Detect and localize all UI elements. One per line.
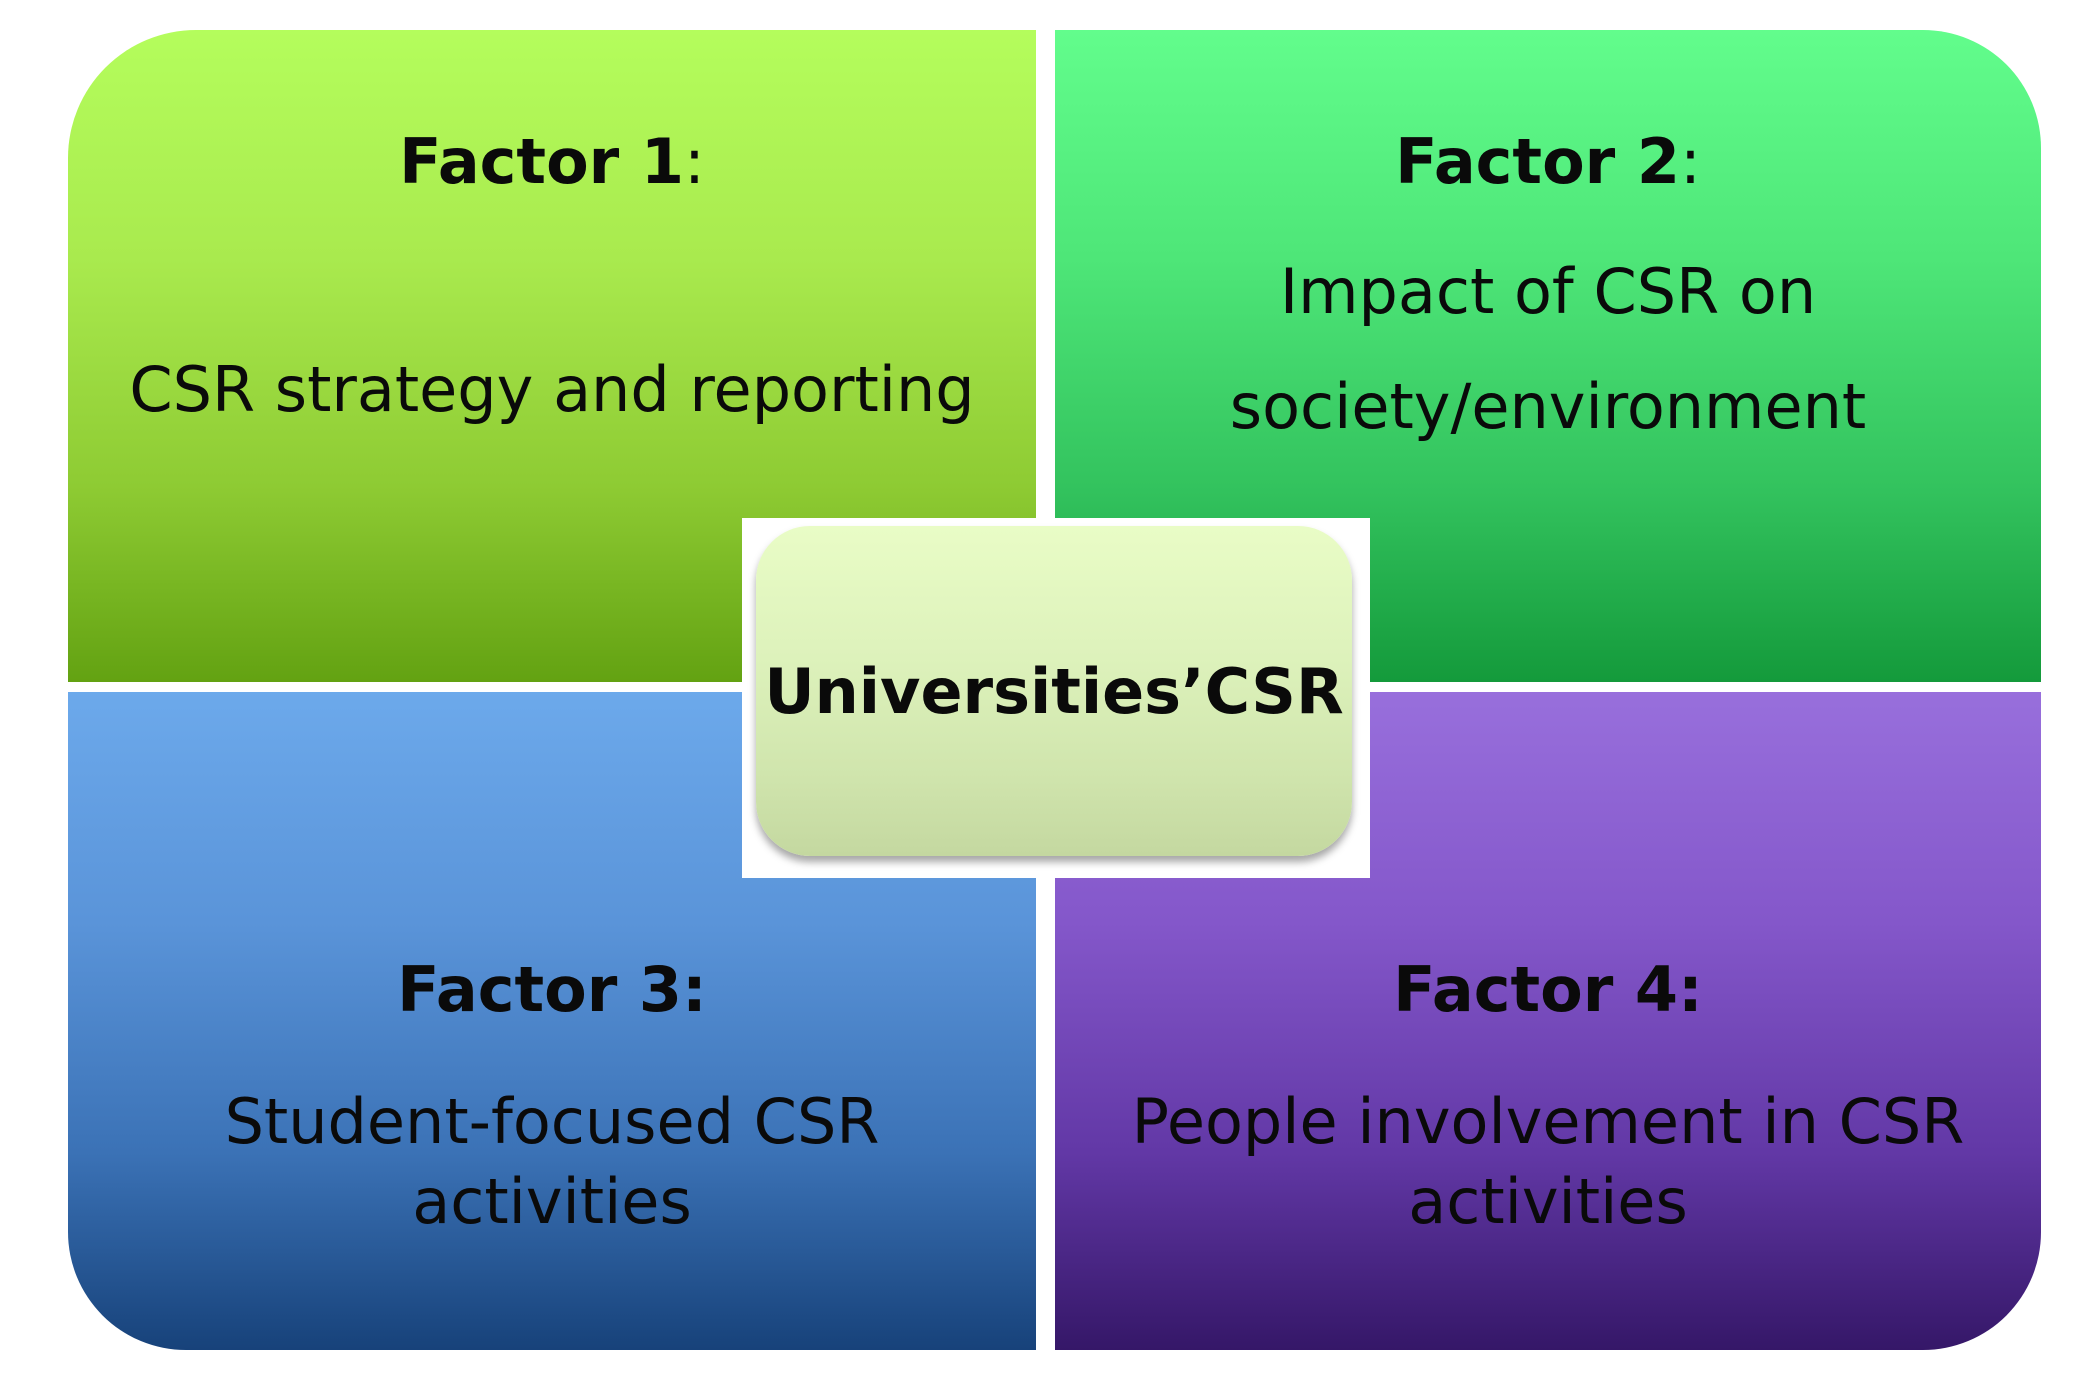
center-node: Universities’CSR — [756, 526, 1352, 856]
factor-2-title: Factor 2: — [1055, 122, 2041, 202]
factor-4-description-line-2: activities — [1408, 1165, 1688, 1238]
factor-2-description: Impact of CSR on society/environment — [1055, 234, 2041, 464]
factor-1-title-suffix: : — [683, 125, 705, 198]
factor-2-panel: Factor 2: Impact of CSR on society/envir… — [1055, 30, 2041, 682]
factor-1-title: Factor 1: — [68, 122, 1036, 202]
factor-3-title-bold: Factor 3: — [397, 953, 707, 1026]
factor-3-description-line-1: Student-focused CSR — [224, 1085, 880, 1158]
factor-3-description: Student-focused CSR activities — [68, 1082, 1036, 1242]
factor-3-title: Factor 3: — [68, 950, 1036, 1030]
factor-2-description-line-1: Impact of CSR on — [1279, 255, 1817, 328]
factor-2-title-bold: Factor 2 — [1395, 125, 1680, 198]
center-label: Universities’CSR — [764, 655, 1344, 728]
factor-1-description: CSR strategy and reporting — [129, 353, 975, 426]
factor-2-description-line-2: society/environment — [1229, 370, 1867, 443]
factor-4-title-bold: Factor 4: — [1393, 953, 1703, 1026]
factor-3-description-line-2: activities — [412, 1165, 692, 1238]
factor-2-title-suffix: : — [1679, 125, 1701, 198]
factor-4-title: Factor 4: — [1055, 950, 2041, 1030]
factor-4-description: People involvement in CSR activities — [1055, 1082, 2041, 1242]
factor-4-description-line-1: People involvement in CSR — [1131, 1085, 1965, 1158]
factor-1-panel: Factor 1: CSR strategy and reporting — [68, 30, 1036, 682]
factor-1-title-bold: Factor 1 — [399, 125, 684, 198]
